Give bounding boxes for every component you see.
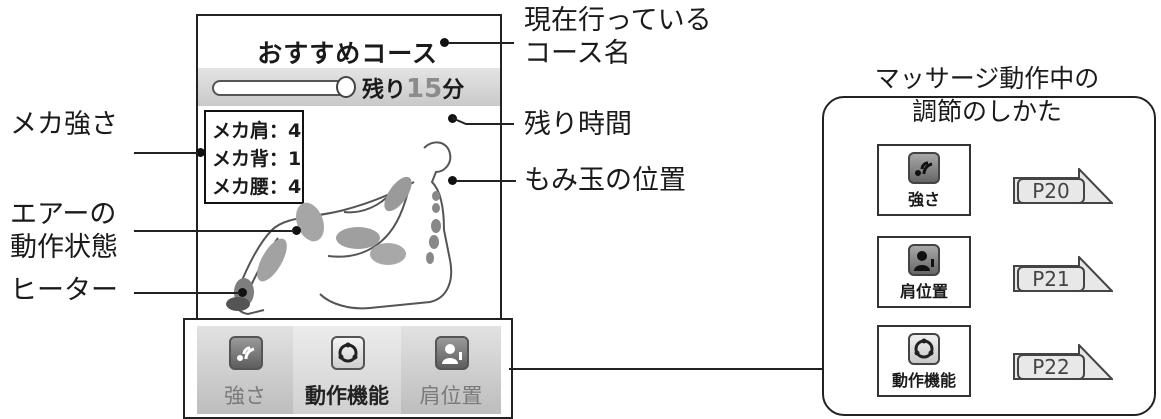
label-roller-position: もみ玉の位置 — [524, 165, 686, 196]
callout-dot-roller — [448, 176, 457, 185]
tab-motion-function-label: 動作機能 — [305, 384, 389, 408]
time-progress-bar — [212, 80, 350, 96]
page-ref-p20[interactable]: P20 — [1013, 168, 1113, 204]
panel-item-shoulder-position-label: 肩位置 — [899, 282, 948, 301]
air-bag-hip — [370, 243, 406, 265]
page-ref-p22-label: P22 — [1017, 354, 1085, 380]
panel-item-strength-label: 強さ — [907, 190, 940, 209]
page-ref-p22[interactable]: P22 — [1013, 344, 1113, 380]
time-bar: 残り15分 — [198, 68, 500, 106]
panel-item-motion-function-label: 動作機能 — [891, 371, 956, 390]
page-ref-p20-label: P20 — [1017, 178, 1085, 204]
strength-icon — [908, 152, 940, 184]
label-air-state: エアーの 動作状態 — [10, 198, 118, 264]
panel-item-motion-function: 動作機能 — [877, 325, 971, 397]
strength-shoulder: メカ肩：4 — [212, 120, 302, 142]
function-tab-frame: 強さ 動作機能 肩位置 — [183, 318, 513, 419]
course-title: おすすめコース — [257, 39, 438, 68]
function-tab-bar: 強さ 動作機能 肩位置 — [197, 326, 501, 414]
page-ref-p21[interactable]: P21 — [1013, 256, 1113, 292]
callout-dot-course — [440, 38, 449, 47]
label-air-state-line1: エアーの — [10, 199, 117, 230]
air-bag-thigh — [295, 202, 325, 242]
label-course-name-line1: 現在行っている — [524, 5, 712, 36]
callout-dot-strength — [196, 148, 205, 157]
remaining-time: 残り15分 — [362, 72, 464, 104]
remaining-prefix: 残り — [362, 78, 407, 103]
panel-title-line1: マッサージ動作中の — [868, 64, 1106, 93]
rotation-icon — [331, 336, 365, 370]
tab-strength-label: 強さ — [224, 384, 266, 408]
rotation-icon — [908, 333, 940, 365]
callout-dot-air — [292, 226, 301, 235]
callout-line-strength — [134, 152, 198, 154]
panel-item-shoulder-position: 肩位置 — [877, 236, 971, 308]
heater-mark — [226, 297, 250, 311]
callout-line-air — [134, 230, 294, 232]
label-course-name: 現在行っている コース名 — [524, 4, 712, 70]
tab-strength[interactable]: 強さ — [197, 326, 293, 414]
mecha-strength-box: メカ肩：4 メカ背：1 メカ腰：4 — [204, 110, 304, 204]
strength-waist: メカ腰：4 — [212, 176, 302, 198]
callout-line-time — [451, 117, 514, 125]
callout-dot-heater — [238, 288, 247, 297]
tab-shoulder-position-label: 肩位置 — [419, 384, 483, 408]
shoulder-position-icon — [908, 244, 940, 276]
air-bag-shoulder — [384, 176, 412, 212]
strength-icon — [229, 336, 263, 370]
air-bag-seat — [336, 227, 380, 249]
tab-shoulder-position[interactable]: 肩位置 — [401, 326, 501, 414]
callout-line-course — [448, 42, 514, 44]
label-course-name-line2: コース名 — [524, 38, 631, 69]
progress-knob — [336, 76, 356, 98]
tab-motion-function[interactable]: 動作機能 — [293, 326, 401, 414]
air-bag-calf — [257, 238, 287, 282]
reclining-body-figure — [226, 141, 453, 316]
callout-line-heater — [134, 292, 240, 294]
panel-item-strength: 強さ — [877, 144, 971, 216]
page-ref-p21-label: P21 — [1017, 266, 1085, 292]
label-remaining-time: 残り時間 — [524, 109, 632, 140]
shoulder-position-icon — [435, 336, 469, 370]
adjustment-panel — [822, 96, 1156, 416]
label-air-state-line2: 動作状態 — [10, 232, 118, 263]
callout-line-roller — [456, 180, 516, 182]
strength-back: メカ背：1 — [212, 148, 302, 170]
remaining-suffix: 分 — [442, 78, 465, 103]
callout-line-panel — [509, 368, 823, 370]
label-mecha-strength: メカ強さ — [10, 109, 118, 140]
panel-title-line2: 調節のしかた — [911, 97, 1062, 126]
label-heater: ヒーター — [10, 275, 118, 306]
panel-title: マッサージ動作中の 調節のしかた — [812, 62, 1161, 128]
remaining-minutes: 15 — [406, 74, 443, 104]
